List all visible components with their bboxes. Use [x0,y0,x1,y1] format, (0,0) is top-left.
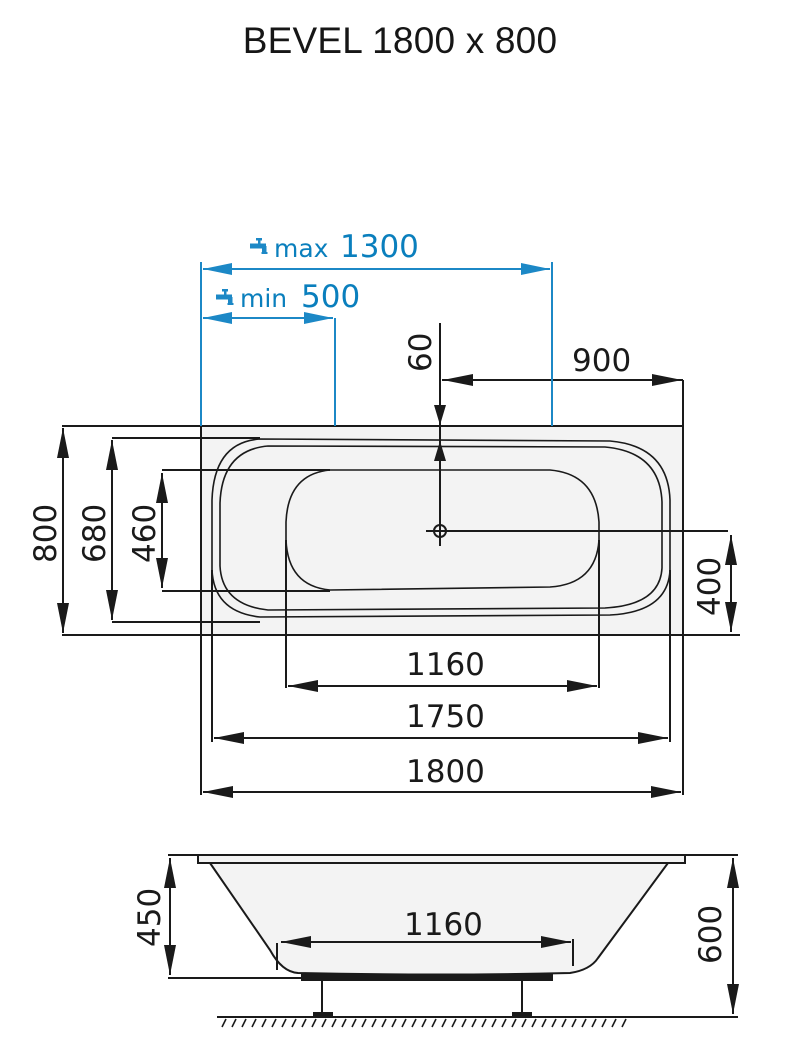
dim-outer-length: 1800 [406,754,485,790]
tub-rim-side [197,854,686,864]
tap-max-label: max [274,234,328,263]
dim-inner-length: 1750 [406,699,485,735]
dim-bottom-length: 1160 [406,647,485,683]
inner-rim-outer-line [211,438,671,618]
dim-side-bottom-length: 1160 [404,907,483,943]
faucet-icon [250,238,268,254]
dim-drain-from-right: 900 [572,343,631,379]
top-view [57,323,740,798]
faucet-icon [216,289,234,305]
floor-hatching [221,1018,627,1028]
tub-bottom-outline [285,469,600,591]
dim-side-depth: 450 [132,888,168,947]
inner-rim-inner-line [219,445,663,611]
tap-dimensions: max 1300 min 500 [200,229,553,426]
dim-inner-rim-width: 680 [77,504,113,563]
dim-drain-offset: 60 [403,333,439,372]
side-view [164,854,739,1028]
dim-bottom-width: 460 [127,504,163,563]
tap-min-value: 500 [301,279,360,315]
dim-side-total-height: 600 [693,905,729,964]
drawing-title: BEVEL 1800 x 800 [242,20,558,61]
tap-max-value: 1300 [340,229,419,265]
dim-drain-from-bottom: 400 [692,557,728,616]
dim-outer-width: 800 [28,504,64,563]
tap-min-label: min [240,284,287,313]
